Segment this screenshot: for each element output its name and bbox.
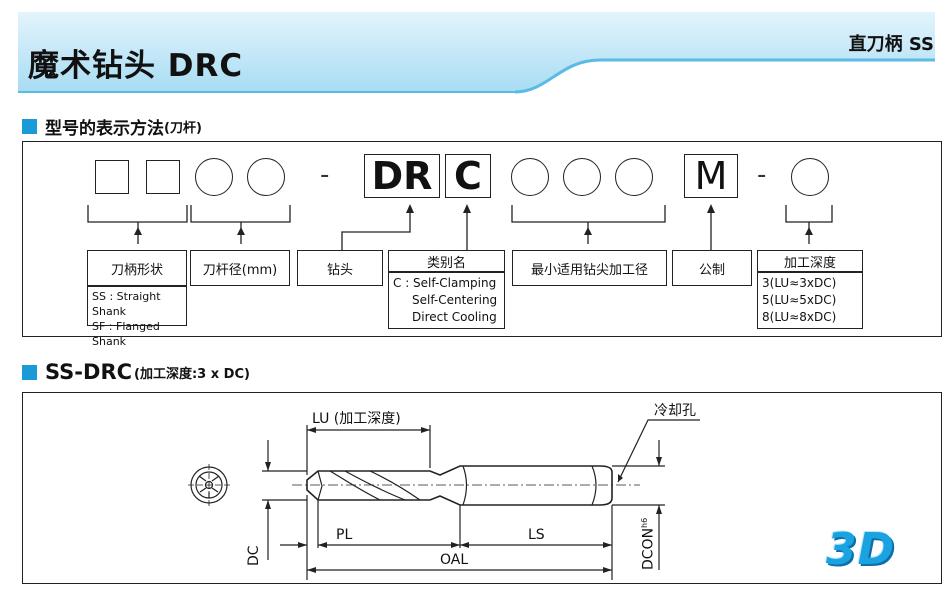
placeholder-circle-3	[511, 158, 549, 196]
category-option-2: Self-Centering	[412, 293, 498, 307]
label-shank-diameter: 刀杆径(mm)	[190, 250, 290, 286]
dim-dcon-tolerance: h6	[640, 517, 649, 528]
depth-option-5: 5(LU≈5xDC)	[762, 293, 837, 307]
header-band-graphic	[18, 12, 935, 94]
section-heading-note: (刀杆)	[164, 121, 202, 136]
section2-heading-note: (加工深度:3 x DC)	[134, 366, 250, 382]
drill-drawing-panel	[22, 392, 942, 584]
label-category: 类别名	[388, 250, 505, 272]
model-notation-panel	[22, 141, 942, 337]
coolant-hole-label: 冷却孔	[654, 403, 696, 419]
placeholder-square-2	[146, 160, 180, 194]
dim-lu-label: LU (加工深度)	[312, 411, 401, 427]
blue-square-icon	[22, 119, 37, 134]
label-metric: 公制	[672, 250, 752, 286]
label-shank-form: 刀柄形状	[87, 250, 187, 286]
header-banner: 魔术钻头 DRC 直刀柄 SS	[0, 0, 950, 96]
category-option-3: Direct Cooling	[412, 310, 497, 324]
placeholder-circle-2	[247, 158, 285, 196]
code-dash-2: -	[757, 160, 767, 190]
section2-heading-text: SS-DRC	[45, 360, 133, 384]
shank-options-list: SS : Straight Shank SF : Flanged Shank	[87, 286, 187, 348]
dim-dcon-text: DCON	[640, 527, 657, 570]
dim-pl-label: PL	[336, 527, 353, 543]
section-ss-drc-heading: SS-DRC (加工深度:3 x DC)	[22, 360, 250, 384]
shank-option-ss: SS : Straight Shank	[92, 290, 161, 318]
label-depth: 加工深度	[757, 250, 863, 272]
series-label: 直刀柄 SS	[848, 34, 934, 55]
dim-ls-label: LS	[528, 527, 545, 543]
code-metric-box: M	[684, 154, 738, 198]
label-drill: 钻头	[297, 250, 383, 286]
placeholder-circle-5	[615, 158, 653, 196]
code-type-box: C	[445, 154, 491, 198]
code-drill-box: DR	[364, 154, 440, 198]
depth-options-list: 3(LU≈3xDC) 5(LU≈5xDC) 8(LU≈8xDC)	[757, 272, 863, 329]
label-min-diameter: 最小适用钻尖加工径	[512, 250, 667, 286]
3d-logo: 3D	[826, 524, 896, 575]
notation-connectors	[87, 204, 833, 250]
placeholder-circle-1	[195, 158, 233, 196]
placeholder-circle-4	[563, 158, 601, 196]
category-option-1: C : Self-Clamping	[393, 276, 497, 290]
dim-oal-label: OAL	[440, 552, 469, 568]
placeholder-square-1	[95, 160, 129, 194]
shank-option-sf: SF : Flanged Shank	[92, 320, 160, 348]
blue-square-icon	[22, 364, 37, 380]
code-dash-1: -	[320, 160, 330, 190]
section-model-notation-heading: 型号的表示方法 (刀杆)	[22, 114, 202, 139]
dim-dcon-label: DCONh6	[640, 518, 657, 570]
page-title: 魔术钻头 DRC	[28, 48, 244, 84]
dim-dc-label: DC	[246, 545, 262, 566]
depth-option-8: 8(LU≈8xDC)	[762, 310, 837, 324]
depth-option-3: 3(LU≈3xDC)	[762, 276, 837, 290]
section-heading-text: 型号的表示方法	[45, 119, 164, 139]
category-options-list: C : Self-Clamping Self-Centering Direct …	[388, 272, 505, 329]
placeholder-circle-6	[791, 158, 829, 196]
